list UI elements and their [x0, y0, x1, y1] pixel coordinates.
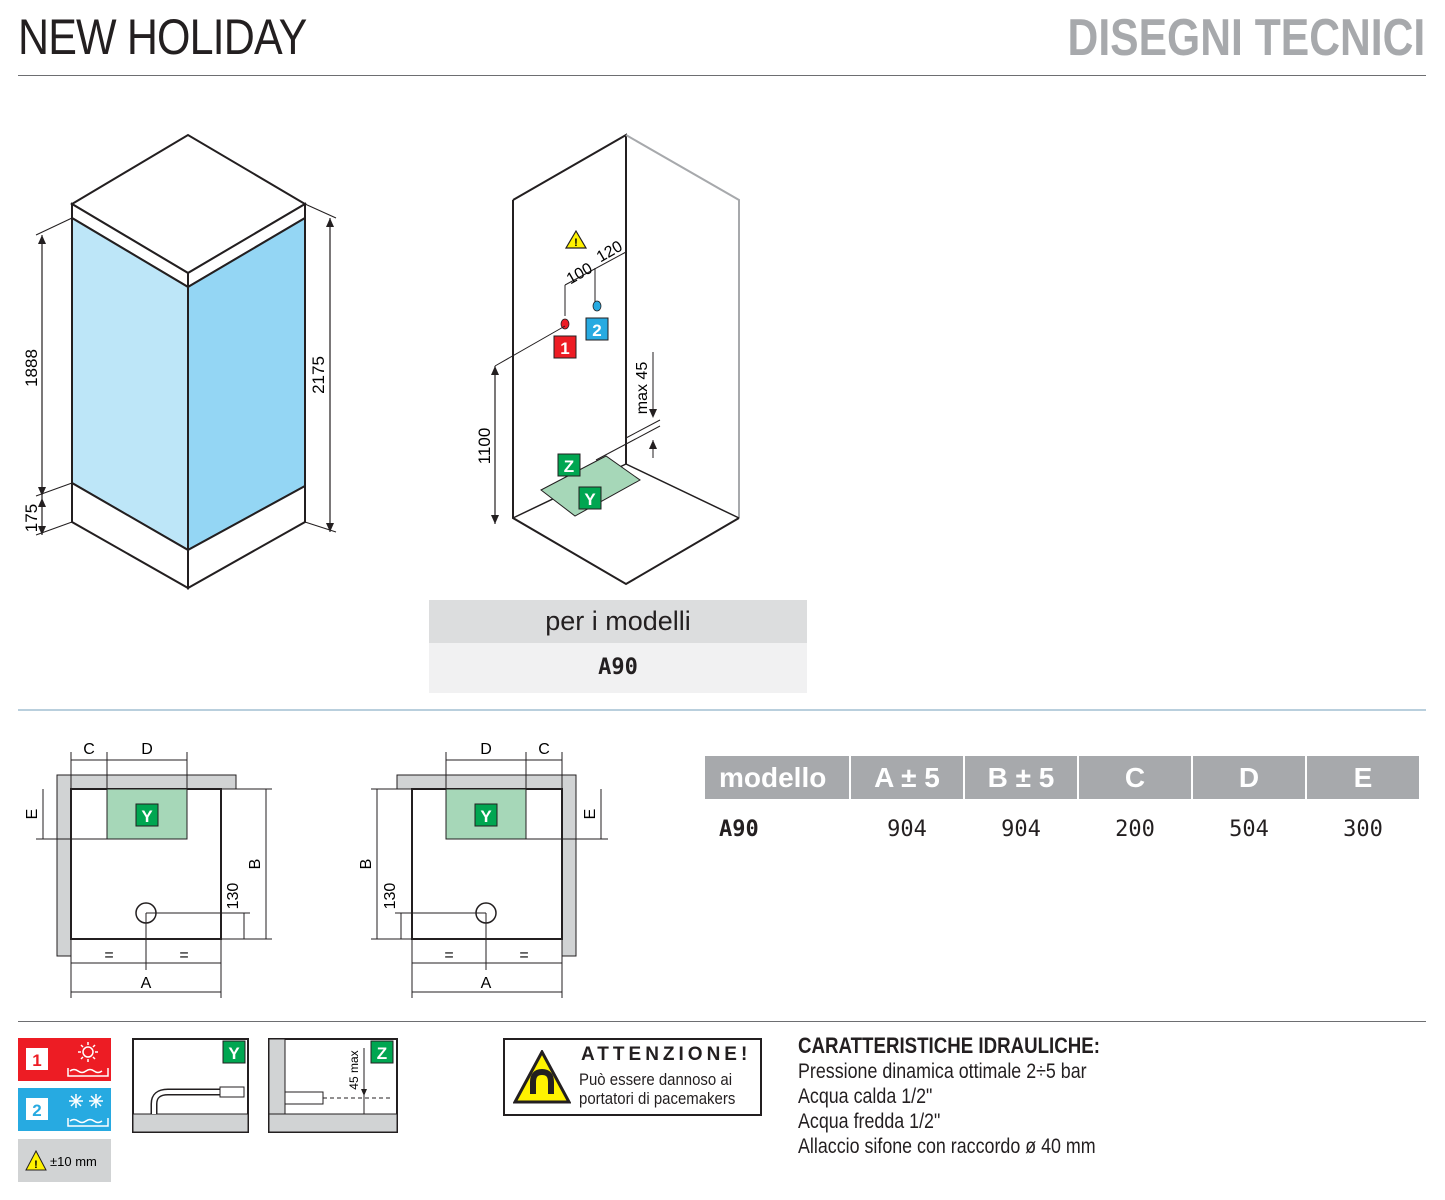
spec-cell-c: 200: [1115, 816, 1155, 842]
header-divider: [18, 75, 1426, 76]
section-divider: [18, 709, 1426, 711]
dim-max-45: max 45: [634, 362, 651, 415]
legend-tolerance: ±10 mm: [50, 1154, 97, 1169]
dim-inlet-height: 1100: [475, 428, 494, 465]
plan-left-b: B: [247, 859, 264, 870]
spec-header-a: A ± 5: [851, 756, 963, 799]
spec-header-d: D: [1193, 756, 1305, 799]
pacemaker-warning: ATTENZIONE! Può essere dannoso ai portat…: [503, 1038, 762, 1116]
snowflake-icon: [67, 1094, 109, 1127]
legend-cold-number: 2: [32, 1101, 41, 1120]
spec-cell-model: A90: [719, 816, 759, 842]
models-value: A90: [429, 643, 807, 693]
spec-header-e: E: [1307, 756, 1419, 799]
spec-table-header-row: modello A ± 5 B ± 5 C D E: [705, 756, 1419, 799]
spec-cell-d: 504: [1229, 816, 1269, 842]
hydraulic-specs: CARATTERISTICHE IDRAULICHE: Pressione di…: [798, 1033, 1418, 1159]
hydraulic-title: CARATTERISTICHE IDRAULICHE:: [798, 1033, 1100, 1058]
plan-left-e: E: [24, 809, 41, 820]
plan-right-e: E: [582, 809, 599, 820]
spec-header-model: modello: [705, 756, 849, 799]
dim-total-height: 2175: [309, 356, 328, 394]
models-heading: per i modelli: [429, 600, 807, 643]
warning-triangle-icon: [25, 1149, 47, 1171]
spec-table: modello A ± 5 B ± 5 C D E A90 904 904 20…: [703, 756, 1421, 859]
table-row: A90 904 904 200 504 300: [705, 799, 1419, 859]
plan-left-d: D: [141, 741, 153, 758]
plan-left-eq1: =: [104, 947, 113, 964]
hydraulic-line-cold: Acqua fredda 1/2": [798, 1110, 941, 1133]
dim-hot-offset: 100: [564, 260, 596, 288]
hydraulic-line-hot: Acqua calda 1/2": [798, 1085, 933, 1108]
plan-left-c: C: [83, 741, 95, 758]
section-title: DISEGNI TECNICI: [1067, 9, 1425, 67]
plan-right-eq1: =: [444, 947, 453, 964]
plan-right-b: B: [358, 859, 375, 870]
models-box: per i modelli A90: [429, 600, 807, 693]
dim-body-height: 1888: [22, 349, 41, 387]
spec-cell-e: 300: [1343, 816, 1383, 842]
warning-title: ATTENZIONE!: [581, 1044, 752, 1065]
warning-line-1: Può essere dannoso ai: [579, 1070, 733, 1089]
spec-header-c: C: [1079, 756, 1191, 799]
dim-base-height: 175: [22, 504, 41, 532]
document-title: NEW HOLIDAY: [18, 9, 307, 65]
plan-right-y: Y: [480, 807, 492, 826]
spec-header-b: B ± 5: [965, 756, 1077, 799]
detail-drain-z: 45 max Z: [268, 1038, 398, 1133]
warning-line-2: portatori di pacemakers: [579, 1089, 736, 1108]
marker-hot: 1: [560, 339, 569, 358]
hydraulic-line-drain: Allaccio sifone con raccordo ø 40 mm: [798, 1135, 1096, 1158]
plan-left-130: 130: [225, 883, 242, 910]
front-isometric-drawing: 1888 175 2175: [22, 133, 337, 590]
plan-right-130: 130: [382, 883, 399, 910]
plan-right-eq2: =: [519, 947, 528, 964]
detail-z-label: Z: [377, 1044, 387, 1063]
plan-right-c: C: [538, 741, 550, 758]
legend-hot-number: 1: [32, 1051, 41, 1070]
warning-text: Può essere dannoso ai portatori di pacem…: [579, 1070, 735, 1108]
plan-right-a: A: [481, 975, 492, 992]
dim-cold-offset: 120: [594, 238, 626, 266]
hydraulic-line-pressure: Pressione dinamica ottimale 2÷5 bar: [798, 1060, 1087, 1083]
detail-drain-y: Y: [132, 1038, 249, 1133]
legend: 1 2 ! ±10 mm: [18, 1038, 111, 1182]
plan-right-d: D: [480, 741, 492, 758]
detail-y-label: Y: [228, 1044, 240, 1063]
installation-drawing: ! 100 120 1 2 1100 max 45 Z Y: [475, 133, 740, 586]
plan-left-eq2: =: [179, 947, 188, 964]
footer-divider: [18, 1021, 1426, 1022]
marker-cold: 2: [592, 321, 601, 340]
svg-text:!: !: [574, 237, 578, 249]
magnet-warning-icon: [513, 1050, 571, 1104]
sun-icon: [67, 1042, 109, 1077]
plan-left-y: Y: [141, 807, 153, 826]
marker-z: Z: [564, 457, 574, 476]
plan-view-right: Y D C E B 130 = = A: [358, 741, 608, 998]
spec-cell-a: 904: [887, 816, 927, 842]
detail-z-max: 45 max: [347, 1050, 361, 1089]
svg-text:!: !: [34, 1159, 38, 1171]
marker-y: Y: [584, 490, 596, 509]
plan-view-left: Y C D E B 130 = = A: [24, 741, 272, 998]
spec-cell-b: 904: [1001, 816, 1041, 842]
plan-left-a: A: [141, 975, 152, 992]
